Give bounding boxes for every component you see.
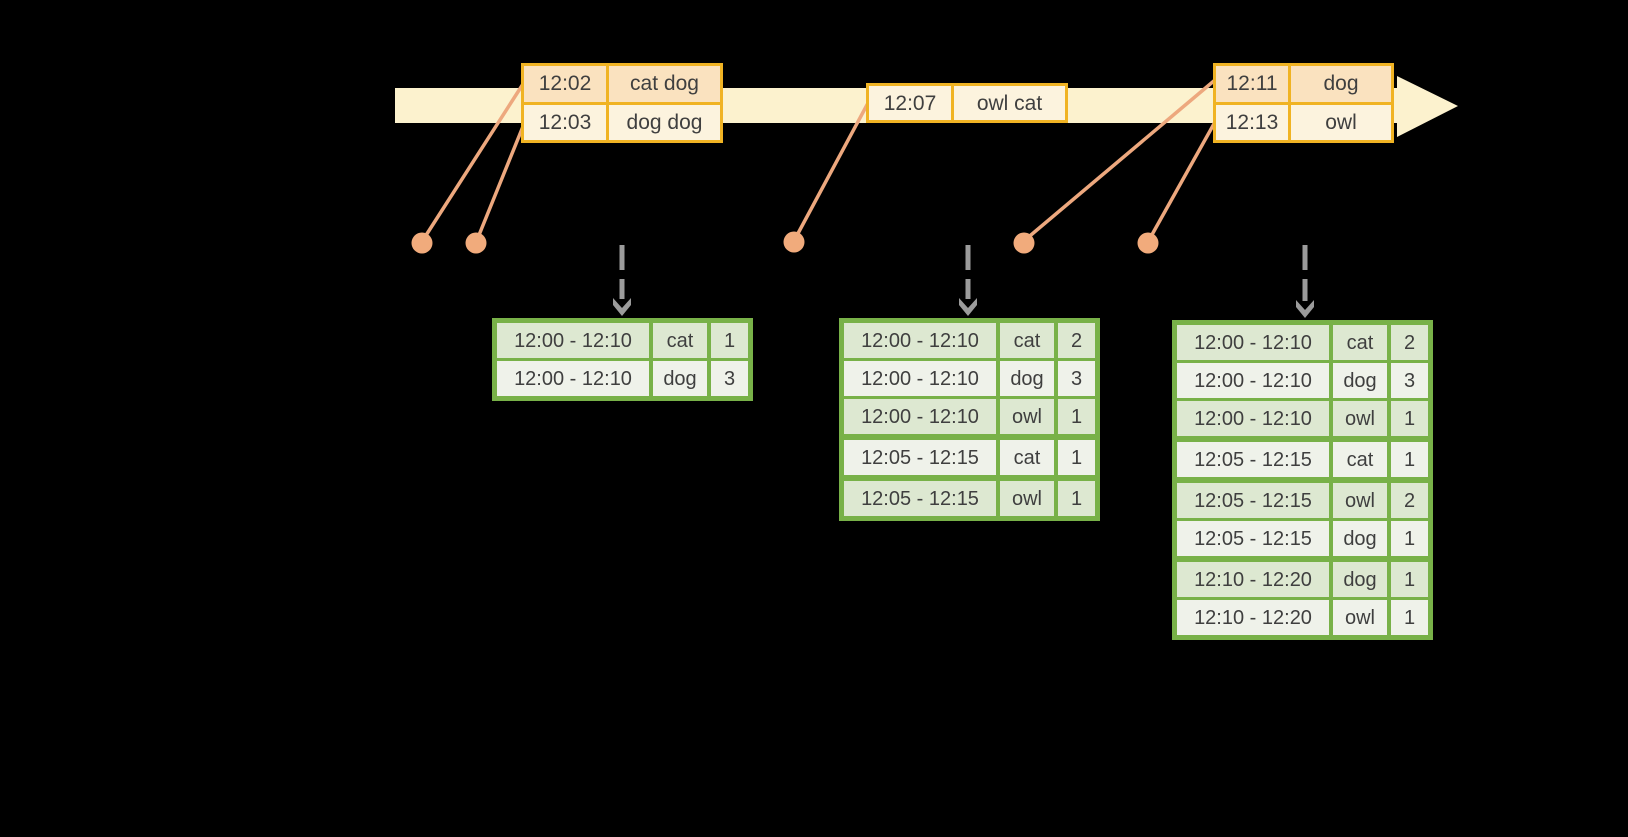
- window-group: 12:05 - 12:15 owl 2 12:05 - 12:15 dog 1: [1177, 483, 1428, 556]
- count-cell: 1: [1058, 399, 1095, 434]
- result-table-1: 12:00 - 12:10 cat 1 12:00 - 12:10 dog 3: [492, 318, 753, 401]
- event-dot-4: [1013, 232, 1035, 254]
- event-time-cell: 12:13: [1216, 104, 1288, 140]
- window-group: 12:05 - 12:15 cat 1: [1177, 442, 1428, 477]
- count-cell: 3: [1391, 363, 1428, 398]
- event-time-cell: 12:03: [524, 104, 606, 140]
- event-dot-5: [1137, 232, 1159, 254]
- window-cell: 12:10 - 12:20: [1177, 600, 1329, 635]
- window-group: 12:00 - 12:10 cat 2 12:00 - 12:10 dog 3 …: [1177, 325, 1428, 436]
- word-cell: dog: [1333, 562, 1387, 597]
- window-cell: 12:00 - 12:10: [844, 361, 996, 396]
- count-cell: 1: [711, 323, 748, 358]
- count-cell: 1: [1391, 562, 1428, 597]
- event-dot-2: [465, 232, 487, 254]
- connector-line-1: [421, 83, 525, 241]
- result-table-2: 12:00 - 12:10 cat 2 12:00 - 12:10 dog 3 …: [839, 318, 1100, 521]
- window-group: 12:10 - 12:20 dog 1 12:10 - 12:20 owl 1: [1177, 562, 1428, 635]
- trigger-arrow-1: [613, 245, 631, 316]
- count-cell: 3: [1058, 361, 1095, 396]
- event-table-2: 12:07 owl cat: [866, 83, 1068, 123]
- word-cell: owl: [1333, 600, 1387, 635]
- count-cell: 2: [1391, 483, 1428, 518]
- count-cell: 1: [1391, 401, 1428, 436]
- word-cell: cat: [1000, 440, 1054, 475]
- window-group: 12:05 - 12:15 cat 1: [844, 440, 1095, 475]
- count-cell: 2: [1058, 323, 1095, 358]
- event-words-cell: owl: [1291, 104, 1391, 140]
- count-cell: 2: [1391, 325, 1428, 360]
- trigger-arrow-2: [959, 245, 977, 316]
- event-time-cell: 12:07: [869, 86, 951, 120]
- window-cell: 12:00 - 12:10: [497, 361, 649, 396]
- window-cell: 12:00 - 12:10: [1177, 401, 1329, 436]
- event-table-3: 12:11 dog 12:13 owl: [1213, 63, 1394, 143]
- window-cell: 12:05 - 12:15: [1177, 521, 1329, 556]
- window-cell: 12:00 - 12:10: [497, 323, 649, 358]
- timeline-arrowhead: [1397, 76, 1458, 137]
- event-table-1: 12:02 cat dog 12:03 dog dog: [521, 63, 723, 143]
- count-cell: 1: [1058, 440, 1095, 475]
- event-dot-3: [783, 231, 805, 253]
- event-words-cell: dog dog: [609, 104, 720, 140]
- connector-line-4: [1023, 78, 1217, 242]
- count-cell: 1: [1058, 481, 1095, 516]
- result-table-3: 12:00 - 12:10 cat 2 12:00 - 12:10 dog 3 …: [1172, 320, 1433, 640]
- count-cell: 1: [1391, 600, 1428, 635]
- connector-line-2: [475, 123, 526, 241]
- word-cell: dog: [1000, 361, 1054, 396]
- window-cell: 12:05 - 12:15: [1177, 442, 1329, 477]
- trigger-arrows: [613, 245, 1314, 318]
- count-cell: 3: [711, 361, 748, 396]
- word-cell: cat: [1333, 325, 1387, 360]
- word-cell: owl: [1333, 483, 1387, 518]
- word-cell: owl: [1000, 399, 1054, 434]
- word-cell: owl: [1333, 401, 1387, 436]
- window-cell: 12:05 - 12:15: [1177, 483, 1329, 518]
- window-cell: 12:10 - 12:20: [1177, 562, 1329, 597]
- count-cell: 1: [1391, 521, 1428, 556]
- count-cell: 1: [1391, 442, 1428, 477]
- event-time-cell: 12:02: [524, 66, 606, 102]
- window-cell: 12:00 - 12:10: [1177, 325, 1329, 360]
- trigger-arrow-3: [1296, 245, 1314, 318]
- window-group: 12:05 - 12:15 owl 1: [844, 481, 1095, 516]
- event-words-cell: cat dog: [609, 66, 720, 102]
- connector-line-5: [1147, 121, 1217, 241]
- window-cell: 12:05 - 12:15: [844, 440, 996, 475]
- window-cell: 12:00 - 12:10: [844, 399, 996, 434]
- window-cell: 12:05 - 12:15: [844, 481, 996, 516]
- connector-lines: [421, 78, 1217, 242]
- window-group: 12:00 - 12:10 cat 1 12:00 - 12:10 dog 3: [497, 323, 748, 396]
- event-words-cell: dog: [1291, 66, 1391, 102]
- word-cell: dog: [1333, 521, 1387, 556]
- event-words-cell: owl cat: [954, 86, 1065, 120]
- word-cell: dog: [653, 361, 707, 396]
- word-cell: cat: [1000, 323, 1054, 358]
- event-dot-1: [411, 232, 433, 254]
- word-cell: cat: [653, 323, 707, 358]
- connector-line-3: [793, 102, 870, 240]
- event-time-cell: 12:11: [1216, 66, 1288, 102]
- window-cell: 12:00 - 12:10: [844, 323, 996, 358]
- word-cell: owl: [1000, 481, 1054, 516]
- word-cell: cat: [1333, 442, 1387, 477]
- event-dots: [411, 231, 1159, 254]
- window-cell: 12:00 - 12:10: [1177, 363, 1329, 398]
- word-cell: dog: [1333, 363, 1387, 398]
- window-group: 12:00 - 12:10 cat 2 12:00 - 12:10 dog 3 …: [844, 323, 1095, 434]
